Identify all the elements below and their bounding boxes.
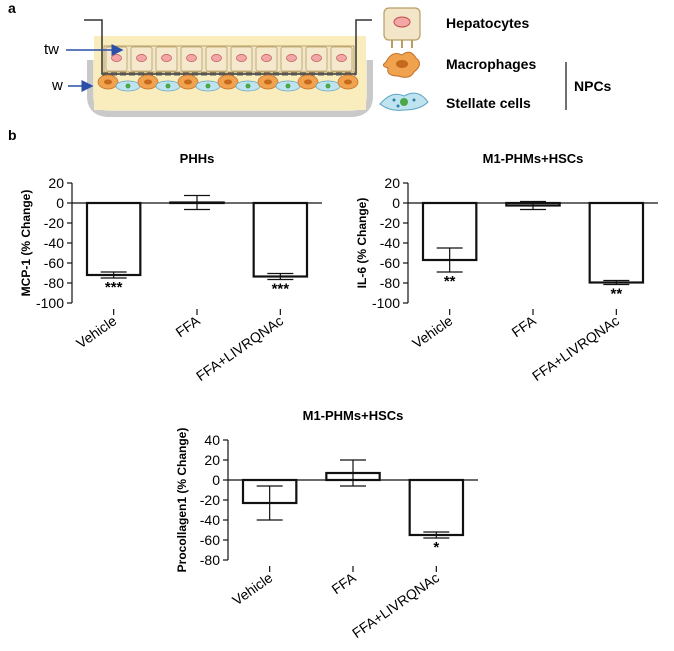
bar	[408, 478, 465, 537]
x-tick-label: Vehicle	[73, 312, 119, 351]
bar	[252, 201, 309, 278]
error-bar	[340, 459, 366, 487]
y-tick-label: -20	[44, 215, 64, 231]
y-tick-label: -40	[200, 512, 220, 528]
hepatocyte-nucleus	[311, 54, 322, 62]
npc-row	[97, 74, 359, 92]
y-axis-label: MCP-1 (% Change)	[19, 190, 33, 297]
bar	[588, 201, 645, 284]
error-bar	[184, 194, 210, 211]
y-tick-label: -80	[200, 552, 220, 568]
hepatocyte-nucleus	[236, 54, 247, 62]
macrophage-cell	[97, 74, 119, 90]
stellate-cell	[315, 80, 341, 92]
stellate-cell	[115, 80, 141, 92]
npcs-legend-label: NPCs	[574, 78, 612, 94]
macrophage-cell	[257, 74, 279, 90]
error-bar	[436, 247, 463, 273]
x-tick-label: FFA	[173, 312, 204, 340]
hepatocytes-legend-label: Hepatocytes	[446, 15, 529, 31]
stellate-legend-icon	[379, 92, 429, 111]
y-tick-label: -20	[200, 492, 220, 508]
y-tick-label: -80	[44, 275, 64, 291]
macrophage-cell	[217, 74, 239, 90]
y-tick-label: 0	[212, 472, 220, 488]
stellate-cell	[275, 80, 301, 92]
y-tick-label: -80	[380, 275, 400, 291]
error-bar	[520, 200, 546, 211]
y-tick-label: 0	[56, 195, 64, 211]
significance-marker: **	[444, 273, 456, 290]
y-tick-label: -60	[44, 255, 64, 271]
significance-marker: *	[433, 539, 439, 556]
x-tick-label: Vehicle	[229, 569, 275, 608]
hepatocyte-nucleus	[161, 54, 172, 62]
y-axis-label: IL-6 (% Change)	[355, 198, 369, 289]
y-tick-label: 0	[392, 195, 400, 211]
stellate-cell	[235, 80, 261, 92]
macrophage-cell	[177, 74, 199, 90]
stellate-cell	[195, 80, 221, 92]
x-tick-label: Vehicle	[409, 312, 455, 351]
y-tick-label: 40	[204, 432, 220, 448]
hepatocyte-nucleus	[136, 54, 147, 62]
panel-a-label: a	[8, 0, 16, 16]
hepatocyte-legend-icon	[383, 7, 421, 48]
hepatocyte-nucleus	[286, 54, 297, 62]
y-tick-label: 20	[48, 175, 64, 191]
y-tick-label: -60	[380, 255, 400, 271]
x-tick-label: FFA	[329, 569, 360, 597]
chart-title: PHHs	[180, 151, 215, 166]
x-tick-label: FFA+LIVRQNAc	[349, 569, 442, 641]
macrophage-cell	[337, 74, 359, 90]
hepatocyte-nucleus	[111, 54, 122, 62]
y-tick-label: 20	[384, 175, 400, 191]
significance-marker: **	[610, 286, 622, 303]
chart-title: M1-PHMs+HSCs	[303, 408, 404, 423]
hepatocyte-nucleus	[211, 54, 222, 62]
macrophage-legend-icon	[382, 51, 420, 78]
panel-b-label: b	[8, 127, 17, 143]
y-tick-label: 20	[204, 452, 220, 468]
error-bar	[256, 485, 283, 521]
macrophage-cell	[297, 74, 319, 90]
stellate-legend-label: Stellate cells	[446, 95, 531, 111]
tw-label: tw	[44, 41, 59, 58]
y-tick-label: -40	[380, 235, 400, 251]
hepatocyte-nucleus	[261, 54, 272, 62]
x-tick-label: FFA	[509, 312, 540, 340]
y-tick-label: -100	[36, 295, 64, 311]
panel-a: a tw w Hepatocytes	[8, 0, 612, 117]
x-tick-label: FFA+LIVRQNAc	[529, 312, 622, 384]
significance-marker: ***	[105, 279, 123, 296]
y-axis-label: Procollagen1 (% Change)	[175, 428, 189, 573]
error-bar	[603, 279, 630, 286]
y-tick-label: -60	[200, 532, 220, 548]
error-bar	[423, 531, 450, 539]
w-label: w	[51, 77, 63, 94]
y-tick-label: -100	[372, 295, 400, 311]
chart-procollagen1: M1-PHMs+HSCs 40 20 0 -20 -40 -60 -80 Procollagen…	[175, 408, 478, 641]
stellate-cell	[155, 80, 181, 92]
x-tick-label: FFA+LIVRQNAc	[193, 312, 286, 384]
macrophages-legend-label: Macrophages	[446, 56, 536, 72]
y-tick-label: -40	[44, 235, 64, 251]
y-tick-label: -20	[380, 215, 400, 231]
chart-title: M1-PHMs+HSCs	[483, 151, 584, 166]
hepatocyte-row	[103, 45, 355, 73]
hepatocyte-nucleus	[336, 54, 347, 62]
error-bar	[100, 271, 127, 279]
macrophage-cell	[137, 74, 159, 90]
significance-marker: ***	[272, 281, 290, 298]
bar	[85, 201, 142, 277]
error-bar	[267, 272, 294, 281]
hepatocyte-nucleus	[186, 54, 197, 62]
